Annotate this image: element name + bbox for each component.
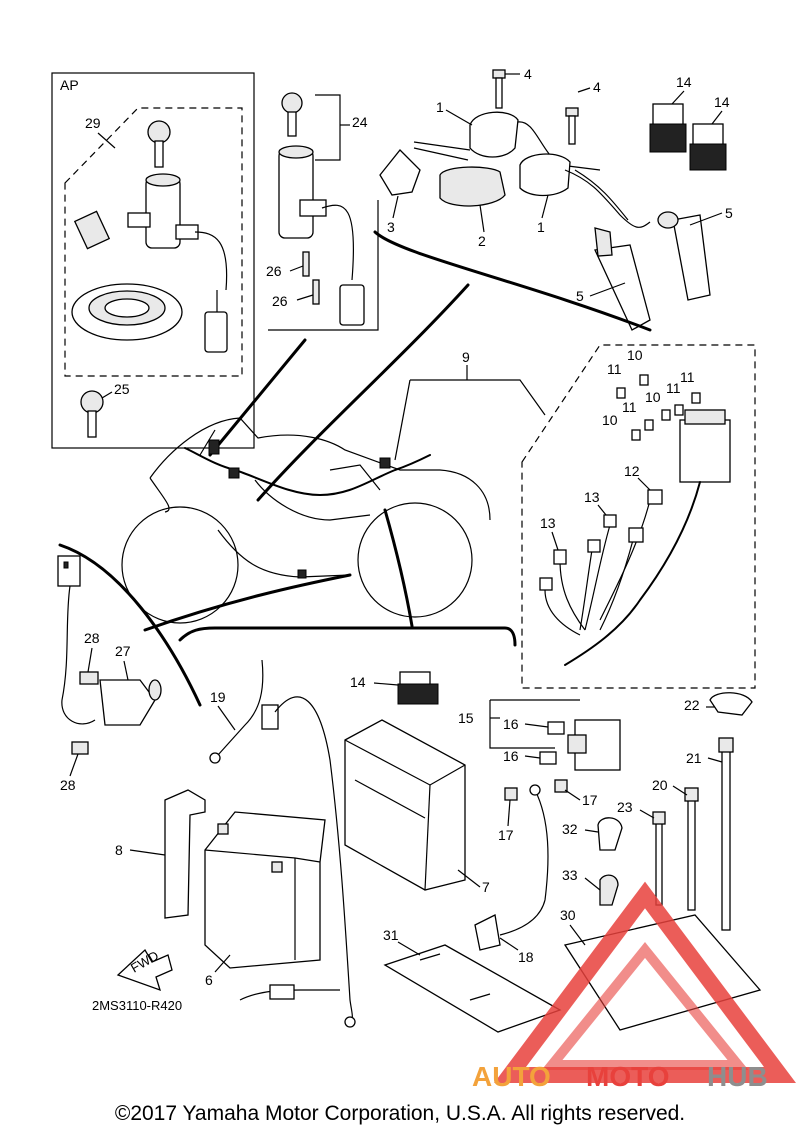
ap-kit-box: AP 29 25 — [51, 72, 255, 449]
callout-11c: 11 — [666, 380, 681, 396]
watermark-hub: HUB — [707, 1061, 768, 1092]
callout-14c: 14 — [350, 674, 366, 690]
callout-5b: 5 — [576, 288, 584, 304]
callout-16b: 16 — [503, 748, 519, 764]
callout-20: 20 — [652, 777, 668, 793]
callout-28b: 28 — [60, 777, 76, 793]
callout-12: 12 — [624, 463, 640, 479]
callout-19: 19 — [210, 689, 226, 705]
callout-30: 30 — [560, 907, 576, 923]
callout-9: 9 — [462, 349, 470, 365]
callout-5a: 5 — [725, 205, 733, 221]
callout-10a: 10 — [627, 347, 643, 363]
relay-14b — [689, 123, 727, 171]
callout-11b: 11 — [680, 369, 695, 385]
callout-26b: 26 — [272, 293, 288, 309]
callout-28a: 28 — [84, 630, 100, 646]
callout-14b: 14 — [714, 94, 730, 110]
diagram-code: 2MS3110-R420 — [92, 998, 182, 1013]
callout-21: 21 — [686, 750, 702, 766]
callout-23: 23 — [617, 799, 633, 815]
relay-14a — [649, 103, 687, 153]
callout-22: 22 — [684, 697, 700, 713]
motorcycle-outline: 9 — [121, 349, 546, 624]
sub-harness-box: 10 11 11 11 10 11 10 12 13 13 — [521, 344, 756, 689]
main-switch-box: 24 26 26 — [266, 92, 379, 331]
callout-11d: 11 — [622, 399, 637, 415]
key-part — [147, 120, 171, 168]
callout-6: 6 — [205, 972, 213, 988]
callout-17a: 17 — [498, 827, 514, 843]
main-switch-part — [73, 173, 228, 353]
callout-8: 8 — [115, 842, 123, 858]
watermark-auto: AUTO — [472, 1061, 551, 1092]
copyright-footer: ©2017 Yamaha Motor Corporation, U.S.A. A… — [114, 1102, 686, 1125]
callout-32: 32 — [562, 821, 578, 837]
plug-cap-5b — [657, 211, 711, 301]
fwd-arrow: FWD — [116, 948, 173, 992]
callout-17b: 17 — [582, 792, 598, 808]
callout-11a: 11 — [607, 361, 622, 377]
callout-14a: 14 — [676, 74, 692, 90]
callout-33: 33 — [562, 867, 578, 883]
callout-3: 3 — [387, 219, 395, 235]
callout-4b: 4 — [593, 79, 601, 95]
callout-29: 29 — [85, 115, 101, 131]
fuel-cap-part — [71, 283, 183, 341]
callout-31: 31 — [383, 927, 399, 943]
callout-1b: 1 — [537, 219, 545, 235]
ap-label: AP — [60, 77, 79, 93]
key-25-part — [80, 390, 104, 438]
key-24-part — [281, 92, 303, 137]
callout-24: 24 — [352, 114, 368, 130]
callout-10b: 10 — [645, 389, 661, 405]
callout-15: 15 — [458, 710, 474, 726]
callout-16a: 16 — [503, 716, 519, 732]
callout-26a: 26 — [266, 263, 282, 279]
callout-27: 27 — [115, 643, 131, 659]
automotohub-watermark: AUTO MOTO HUB — [472, 881, 796, 1092]
callout-18: 18 — [518, 949, 534, 965]
callout-13a: 13 — [584, 489, 600, 505]
plug-cap-5a — [594, 227, 651, 331]
callout-4a: 4 — [524, 66, 532, 82]
callout-7: 7 — [482, 879, 490, 895]
sensor-27-group: 28 27 28 — [57, 555, 162, 793]
callout-1a: 1 — [436, 99, 444, 115]
watermark-moto: MOTO — [586, 1061, 669, 1092]
callout-13b: 13 — [540, 515, 556, 531]
callout-25: 25 — [114, 381, 130, 397]
battery-group: 19 8 6 FWD 2MS3110-R420 7 14 — [92, 659, 490, 1028]
ignition-coil-group: 4 4 1 1 2 3 5 5 — [379, 66, 733, 331]
callout-10c: 10 — [602, 412, 618, 428]
callout-2: 2 — [478, 233, 486, 249]
